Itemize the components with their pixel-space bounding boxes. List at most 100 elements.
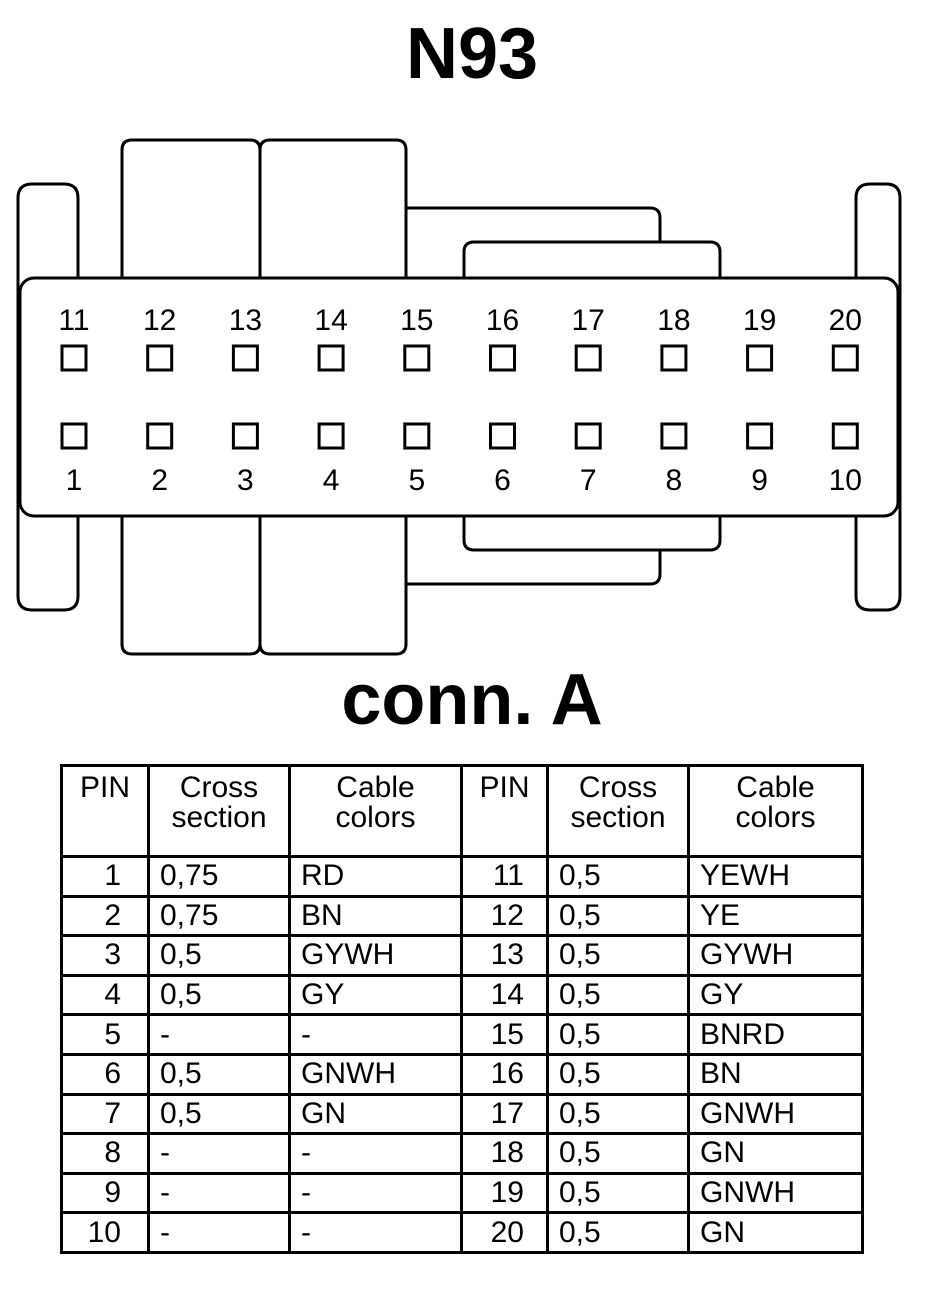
cable-color-cell: GY [288, 973, 463, 1017]
cross-section-cell: - [147, 1132, 291, 1175]
pin-socket [403, 422, 431, 450]
connector-body [18, 276, 900, 518]
cross-section-cell: 0,5 [546, 894, 690, 938]
pin-number: 6 [494, 464, 511, 497]
diagram-title: N93 [405, 14, 539, 94]
pin-number: 17 [572, 304, 605, 337]
pin-socket [146, 422, 174, 450]
housing-bottom-left-block [120, 514, 262, 656]
cable-color-cell: GNWH [687, 1171, 864, 1215]
pin-number: 18 [657, 304, 690, 337]
pin-number: 12 [143, 304, 176, 337]
cable-color-cell: BNRD [687, 1013, 864, 1056]
pin-number-cell: 6 [60, 1052, 150, 1096]
pin-number-cell: 3 [60, 934, 150, 977]
pin-number: 1 [66, 464, 83, 497]
pin-number-cell: 15 [460, 1013, 549, 1056]
pin-number-cell: 16 [460, 1052, 549, 1096]
cross-section-cell: 0,5 [546, 1092, 690, 1136]
pin-socket [403, 344, 431, 372]
pin-number-cell: 4 [60, 973, 150, 1017]
cross-section-cell: 0,75 [147, 855, 291, 898]
cable-color-cell: GYWH [288, 934, 463, 977]
pin-socket [660, 344, 688, 372]
housing-top-left-block [120, 138, 262, 280]
cable-color-cell: - [288, 1013, 463, 1056]
cable-color-cell: GN [687, 1132, 864, 1175]
cross-section-cell: 0,5 [546, 1052, 690, 1096]
pin-socket [146, 344, 174, 372]
pin-number: 4 [323, 464, 340, 497]
pin-number-cell: 19 [460, 1171, 549, 1215]
pin-socket [231, 344, 259, 372]
cable-color-cell: GY [687, 973, 864, 1017]
pin-number: 14 [314, 304, 347, 337]
pin-number-cell: 20 [460, 1211, 549, 1254]
pin-number-cell: 7 [60, 1092, 150, 1136]
pin-number: 15 [400, 304, 433, 337]
pin-socket [60, 422, 88, 450]
cable-color-cell: GYWH [687, 934, 864, 977]
cross-section-cell: 0,5 [546, 1211, 690, 1254]
pin-socket [574, 422, 602, 450]
cable-color-cell: YE [687, 894, 864, 938]
pin-number: 8 [666, 464, 683, 497]
cross-section-cell: - [147, 1013, 291, 1056]
cable-color-cell: RD [288, 855, 463, 898]
pin-socket [317, 422, 345, 450]
pin-socket [746, 422, 774, 450]
pin-socket [317, 344, 345, 372]
pin-number-cell: 11 [460, 855, 549, 898]
cross-section-cell: 0,5 [546, 1013, 690, 1056]
cross-section-cell: 0,5 [147, 973, 291, 1017]
cross-section-cell: 0,5 [546, 1171, 690, 1215]
pin-socket [831, 422, 859, 450]
pin-number: 2 [151, 464, 168, 497]
pin-socket [746, 344, 774, 372]
cable-color-cell: GNWH [687, 1092, 864, 1136]
cable-color-cell: YEWH [687, 855, 864, 898]
pin-socket [60, 344, 88, 372]
pin-number: 10 [829, 464, 862, 497]
cross-section-cell: - [147, 1171, 291, 1215]
pin-number: 3 [237, 464, 254, 497]
cross-section-cell: 0,5 [546, 855, 690, 898]
cross-section-cell: - [147, 1211, 291, 1254]
pin-number: 11 [58, 304, 89, 337]
cable-color-cell: GN [288, 1092, 463, 1136]
pin-number-cell: 2 [60, 894, 150, 938]
housing-top-step-inner [462, 240, 722, 280]
cable-color-cell: - [288, 1171, 463, 1215]
housing-top-right-block [258, 138, 408, 280]
pin-number-cell: 12 [460, 894, 549, 938]
pin-number-cell: 18 [460, 1132, 549, 1175]
cross-section-cell: 0,5 [546, 973, 690, 1017]
pin-number: 19 [743, 304, 776, 337]
pin-number-cell: 17 [460, 1092, 549, 1136]
cross-section-cell: 0,5 [147, 1092, 291, 1136]
pin-number-cell: 13 [460, 934, 549, 977]
housing-bottom-step-inner [462, 514, 722, 552]
cable-color-cell: BN [687, 1052, 864, 1096]
pin-number: 20 [829, 304, 862, 337]
pin-socket [660, 422, 688, 450]
cable-color-cell: - [288, 1211, 463, 1254]
pin-number: 7 [580, 464, 597, 497]
